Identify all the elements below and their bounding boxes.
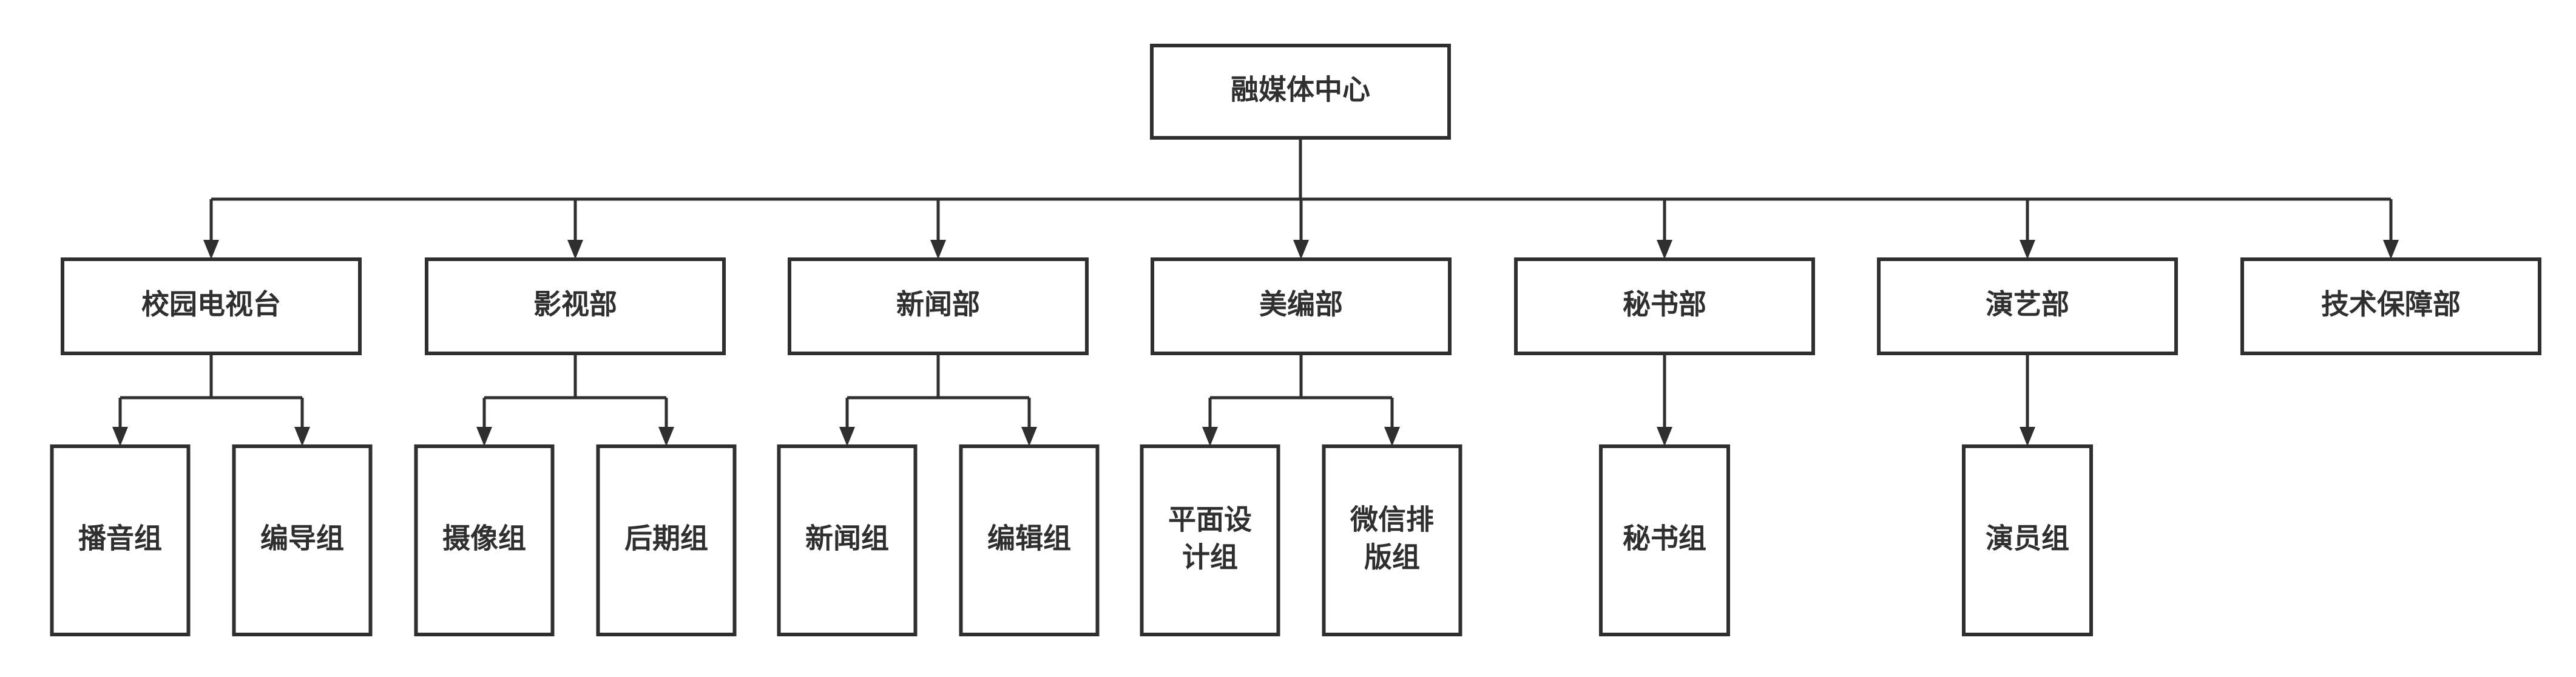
department-node-box-box [2240, 257, 2541, 355]
department-node-box-box [425, 257, 726, 355]
group-node: 演员组 [1962, 444, 2093, 636]
group-node-box [1962, 444, 2093, 636]
group-node: 摄像组 [414, 444, 555, 636]
department-node-box: 美编部 [1151, 257, 1452, 355]
root-node-box: 融媒体中心 [1150, 44, 1451, 140]
root-node-box-label: 融媒体中心 [1231, 73, 1370, 106]
department-node-box-box [61, 257, 362, 355]
group-node: 后期组 [596, 444, 737, 636]
department-node-box-box [788, 257, 1089, 355]
group-arrowhead [1657, 427, 1672, 446]
group-node-box [596, 444, 737, 636]
group-node: 秘书组 [1599, 444, 1730, 636]
department-node-box-box [1877, 257, 2178, 355]
group-node-label: 编导组 [260, 522, 344, 555]
department-node-box-label: 校园电视台 [141, 288, 281, 321]
department-node-box-box [1514, 257, 1815, 355]
department-node-box-label: 新闻部 [896, 288, 980, 321]
group-node-box [777, 444, 918, 636]
department-arrowhead [2020, 240, 2035, 259]
group-node-box [50, 444, 191, 636]
group-node-label: 演员组 [1986, 522, 2069, 555]
department-node-box-label: 秘书部 [1623, 288, 1706, 321]
department-arrowhead [930, 240, 946, 259]
department-node-box: 秘书部 [1514, 257, 1815, 355]
group-node-label: 版组 [1364, 541, 1420, 574]
department-node-box-label: 影视部 [533, 288, 617, 321]
group-node-box [1322, 444, 1462, 636]
group-node-label: 秘书组 [1623, 522, 1706, 555]
group-arrowhead [476, 427, 492, 446]
department-node-box-label: 演艺部 [1986, 288, 2069, 321]
group-node-label: 摄像组 [442, 522, 526, 555]
group-node-label: 编辑组 [987, 522, 1071, 555]
department-node-box: 影视部 [425, 257, 726, 355]
department-arrowhead [2383, 240, 2399, 259]
group-node-label: 计组 [1182, 541, 1238, 574]
department-node-box-label: 美编部 [1259, 288, 1343, 321]
group-node-box [414, 444, 555, 636]
group-arrowhead [1384, 427, 1400, 446]
group-node: 新闻组 [777, 444, 918, 636]
group-arrowhead [658, 427, 674, 446]
group-node: 编导组 [232, 444, 373, 636]
group-arrowhead [1021, 427, 1037, 446]
department-node-box-box [1151, 257, 1452, 355]
group-arrowhead [1202, 427, 1218, 446]
department-node-box: 演艺部 [1877, 257, 2178, 355]
group-node-box [959, 444, 1100, 636]
department-arrowhead [1293, 240, 1309, 259]
group-node-box [1599, 444, 1730, 636]
department-node-box: 技术保障部 [2240, 257, 2541, 355]
department-arrowhead [1657, 240, 1672, 259]
department-arrowhead [567, 240, 583, 259]
department-node-box-label: 技术保障部 [2321, 288, 2461, 321]
department-arrowhead [203, 240, 219, 259]
department-node-box: 新闻部 [788, 257, 1089, 355]
group-node-box [1140, 444, 1280, 636]
group-node-label: 播音组 [78, 522, 162, 555]
department-node-box: 校园电视台 [61, 257, 362, 355]
group-node: 播音组 [50, 444, 191, 636]
group-arrowhead [112, 427, 128, 446]
group-arrowhead [839, 427, 855, 446]
group-node-label: 微信排 [1350, 503, 1434, 536]
connector-layer [112, 138, 2399, 446]
root-node-box-box [1150, 44, 1451, 140]
group-node-label: 新闻组 [805, 522, 889, 555]
group-node-box [232, 444, 373, 636]
group-node: 编辑组 [959, 444, 1100, 636]
group-arrowhead [294, 427, 310, 446]
group-node-label: 后期组 [624, 522, 708, 555]
group-node-label: 平面设 [1168, 503, 1252, 536]
group-arrowhead [2020, 427, 2035, 446]
